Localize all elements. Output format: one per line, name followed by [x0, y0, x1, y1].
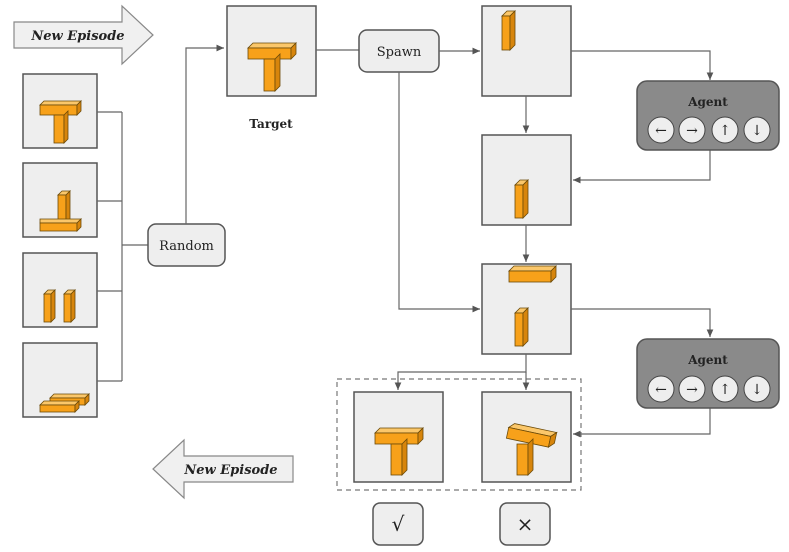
- new-episode-arrow-bottom: New Episode: [152, 438, 294, 500]
- step3-to-success-arrow: [394, 354, 527, 390]
- new-episode-arrow-top: New Episode: [13, 4, 154, 66]
- agent-title-bottom: Agent: [687, 353, 728, 367]
- step-panel-1: [481, 5, 572, 97]
- target-label: Target: [249, 117, 293, 131]
- collector-lines: [97, 111, 148, 382]
- spawn-node: Spawn: [358, 29, 440, 73]
- svg-text:↑: ↑: [719, 123, 731, 139]
- result-group-frame: [336, 378, 582, 491]
- arrow-down-icon[interactable]: ↓: [743, 375, 771, 403]
- svg-text:→: →: [686, 123, 698, 139]
- step3-to-agent-arrow: [571, 308, 714, 337]
- agent-to-result-arrow: [573, 408, 711, 438]
- step-panel-3: [481, 263, 572, 355]
- spawn-label: Spawn: [377, 45, 422, 60]
- random-node: Random: [147, 223, 226, 267]
- result-panel-fail: [481, 391, 572, 483]
- random-label: Random: [159, 239, 214, 254]
- svg-text:↓: ↓: [751, 382, 763, 398]
- new-episode-label-top: New Episode: [30, 29, 124, 44]
- svg-text:←: ←: [655, 123, 667, 139]
- arrow-right-icon[interactable]: →: [678, 375, 706, 403]
- target-panel: [226, 5, 317, 97]
- svg-text:→: →: [686, 382, 698, 398]
- agent-node-bottom: Agent ← → ↑ ↓: [636, 338, 780, 409]
- cross-icon: ×: [517, 512, 534, 536]
- step1-to-agent-arrow: [571, 50, 714, 80]
- result-panel-success: [353, 391, 444, 483]
- checkmark-icon: √: [392, 512, 405, 536]
- svg-text:←: ←: [655, 382, 667, 398]
- agent-title-top: Agent: [687, 95, 728, 109]
- random-to-target-arrow: [185, 44, 224, 224]
- step-panel-2: [481, 134, 572, 226]
- shape-panel-t: [22, 73, 98, 149]
- shape-panel-flat-bars: [22, 342, 98, 418]
- arrow-up-icon[interactable]: ↑: [711, 375, 739, 403]
- fail-mark: ×: [499, 502, 551, 546]
- agent-to-step2-arrow: [573, 150, 711, 184]
- success-mark: √: [372, 502, 424, 546]
- spawn-to-step3-arrow: [398, 72, 480, 313]
- agent-node-top: Agent ← → ↑ ↓: [636, 80, 780, 151]
- svg-text:↑: ↑: [719, 382, 731, 398]
- arrow-left-icon[interactable]: ←: [647, 116, 675, 144]
- shape-panel-two-bars: [22, 252, 98, 328]
- shape-panel-l: [22, 162, 98, 238]
- arrow-right-icon[interactable]: →: [678, 116, 706, 144]
- arrow-left-icon[interactable]: ←: [647, 375, 675, 403]
- new-episode-label-bottom: New Episode: [183, 463, 277, 478]
- arrow-up-icon[interactable]: ↑: [711, 116, 739, 144]
- arrow-down-icon[interactable]: ↓: [743, 116, 771, 144]
- svg-text:↓: ↓: [751, 123, 763, 139]
